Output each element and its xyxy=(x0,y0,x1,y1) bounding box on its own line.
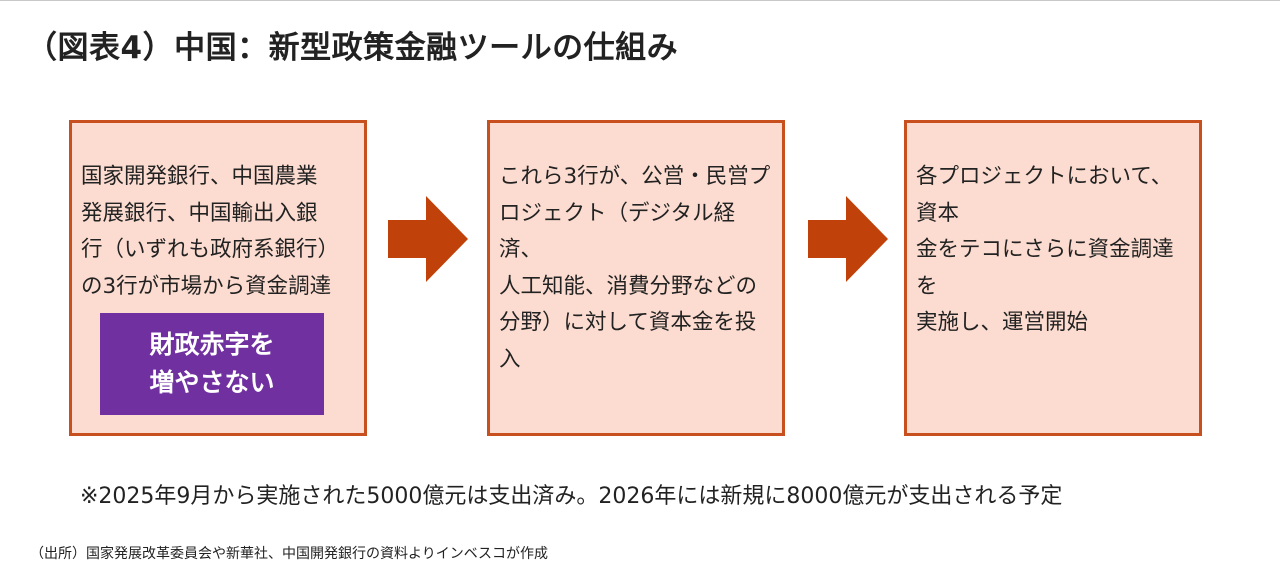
step-1-line: 国家開発銀行、中国農業 xyxy=(81,164,318,189)
right-arrow-icon xyxy=(388,196,468,282)
step-1-text: 国家開発銀行、中国農業 発展銀行、中国輸出入銀 行（いずれも政府系銀行） の3行… xyxy=(81,159,358,305)
step-2-line: 入 xyxy=(499,346,521,372)
step-2-line: ロジェクト（デジタル経済、 xyxy=(499,200,736,263)
step-2-line: 分野）に対して資本金を投 xyxy=(499,310,757,335)
step-2-line: 人工知能、消費分野などの xyxy=(499,273,758,299)
step-box-1: 国家開発銀行、中国農業 発展銀行、中国輸出入銀 行（いずれも政府系銀行） の3行… xyxy=(69,120,367,436)
tag-line: 財政赤字を xyxy=(149,330,275,359)
step-3-text: 各プロジェクトにおいて、資本 金をテコにさらに資金調達を 実施し、運営開始 xyxy=(916,159,1193,342)
page-title: （図表4）中国：新型政策金融ツールの仕組み xyxy=(26,30,679,66)
step-box-2: これら3行が、公営・民営プ ロジェクト（デジタル経済、 人工知能、消費分野などの… xyxy=(487,120,785,436)
footnote: ※2025年9月から実施された5000億元は支出済み。2026年には新規に800… xyxy=(80,484,1063,509)
source-credit: （出所）国家発展改革委員会や新華社、中国開発銀行の資料よりインベスコが作成 xyxy=(30,546,548,562)
step-3-line: 各プロジェクトにおいて、資本 xyxy=(916,164,1173,226)
step-1-line: 発展銀行、中国輸出入銀 xyxy=(81,200,318,226)
step-2-line: これら3行が、公営・民営プ xyxy=(499,164,771,189)
no-fiscal-deficit-tag: 財政赤字を 増やさない xyxy=(100,313,324,415)
step-2-text: これら3行が、公営・民営プ ロジェクト（デジタル経済、 人工知能、消費分野などの… xyxy=(499,159,776,378)
step-3-line: 実施し、運営開始 xyxy=(916,310,1089,335)
tag-line: 増やさない xyxy=(149,368,275,397)
right-arrow-icon xyxy=(808,196,888,282)
step-3-line: 金をテコにさらに資金調達を xyxy=(916,237,1174,299)
step-1-line: 行（いずれも政府系銀行） xyxy=(81,237,340,262)
step-1-line: の3行が市場から資金調達 xyxy=(81,273,332,299)
top-divider xyxy=(0,0,1280,1)
step-box-3: 各プロジェクトにおいて、資本 金をテコにさらに資金調達を 実施し、運営開始 xyxy=(904,120,1202,436)
